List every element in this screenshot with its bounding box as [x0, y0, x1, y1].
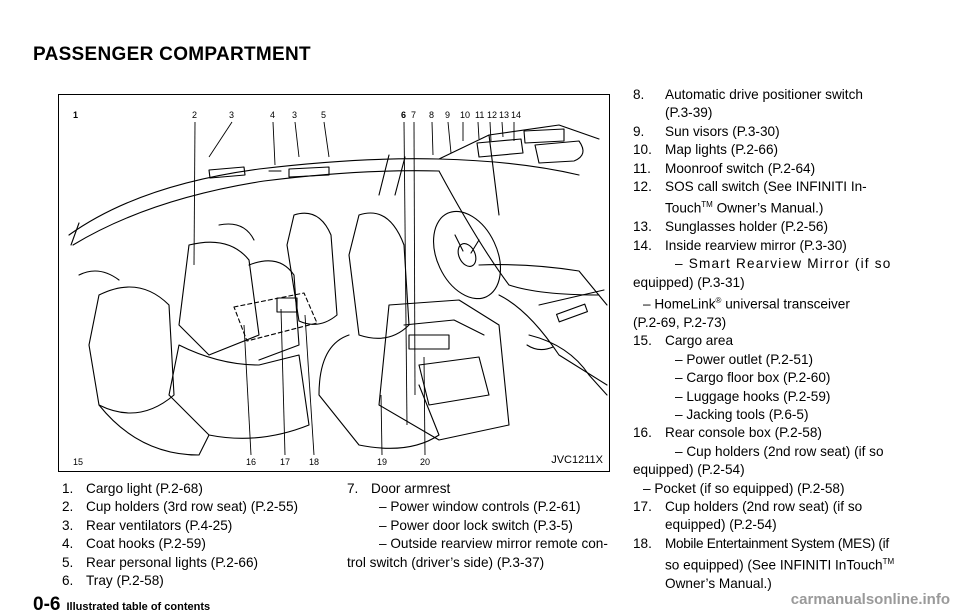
callout-label-9: 9	[445, 110, 450, 120]
item-number: 7.	[347, 481, 359, 496]
item-number: 6.	[62, 573, 74, 589]
item-number: 1.	[62, 481, 74, 496]
item-text: Tray (P.2-58)	[86, 573, 164, 589]
legend-item: 6. Tray (P.2-58)	[62, 572, 332, 590]
legend-item: 8.Automatic drive positioner switch(P.3-…	[633, 87, 863, 121]
leader-line	[489, 121, 492, 142]
page-footer: 0-6 Illustrated table of contents	[33, 594, 210, 611]
item-text: Rear ventilators (P.4-25)	[86, 517, 233, 533]
callout-label-3: 3	[292, 110, 297, 120]
legend-item: 3. Rear ventilators (P.4-25)	[62, 517, 332, 535]
leader-line	[280, 308, 286, 456]
legend-item: 11.Moonroof switch (P.2-64)	[633, 160, 816, 176]
callout-label-1: 1	[73, 110, 78, 120]
callout-label-14: 14	[511, 110, 521, 120]
legend-item: 13.Sunglasses holder (P.2-56)	[633, 219, 828, 235]
leader-line	[501, 121, 504, 138]
callout-label-19: 19	[377, 457, 387, 467]
callout-label-17: 17	[280, 457, 290, 467]
legend-item: 9.Sun visors (P.3-30)	[633, 123, 780, 139]
legend-item: 18.Mobile Entertainment System (MES) (if…	[633, 535, 895, 592]
item-text: Cargo light (P.2-68)	[86, 481, 203, 496]
item-number: 2.	[62, 499, 74, 515]
callout-label-10: 10	[460, 110, 470, 120]
item-number: 5.	[62, 554, 74, 570]
legend-item: 10.Map lights (P.2-66)	[633, 142, 779, 158]
legend-item: 1. Cargo light (P.2-68)	[62, 480, 332, 498]
legend-item: 12.SOS call switch (See INFINITI In-Touc…	[633, 179, 867, 216]
item-text: Coat hooks (P.2-59)	[86, 536, 206, 552]
callout-label-6: 6	[401, 110, 406, 120]
legend-item: 7. Door armrest – Power window controls (…	[347, 480, 627, 554]
legend-item: 16.Rear console box (P.2-58) – Cup holde…	[633, 425, 884, 459]
watermark: carmanualsonline.info	[790, 591, 950, 608]
callout-label-18: 18	[309, 457, 319, 467]
page-number: 0-6	[33, 594, 61, 611]
item-text: Cup holders (3rd row seat) (P.2-55)	[86, 499, 299, 515]
leader-line	[272, 121, 276, 166]
leader-line	[208, 121, 233, 158]
leader-line	[431, 121, 434, 156]
legend-column-2: 7. Door armrest – Power window controls (…	[347, 480, 627, 572]
callout-label-13: 13	[499, 110, 509, 120]
callout-label-3: 3	[229, 110, 234, 120]
section-title: PASSENGER COMPARTMENT	[33, 44, 311, 65]
leader-line	[477, 121, 480, 140]
leader-line	[304, 314, 315, 456]
sub-item-continued: trol switch (driver’s side) (P.3-37)	[347, 554, 545, 570]
callout-label-5: 5	[321, 110, 326, 120]
leader-line	[380, 394, 383, 456]
leader-line	[294, 121, 300, 158]
callout-label-16: 16	[246, 457, 256, 467]
sub-item: – Outside rearview mirror remote con-	[379, 536, 608, 552]
legend-item: 15.Cargo area – Power outlet (P.2-51) – …	[633, 333, 831, 422]
leader-line	[243, 324, 252, 456]
sub-item: – Power window controls (P.2-61)	[379, 499, 581, 515]
leader-line	[403, 121, 408, 426]
callout-label-4: 4	[270, 110, 275, 120]
legend-column-1: 1. Cargo light (P.2-68) 2. Cup holders (3r…	[62, 480, 332, 590]
item-number: 4.	[62, 536, 74, 552]
legend-item: 5. Rear personal lights (P.2-66)	[62, 554, 332, 572]
callout-label-8: 8	[429, 110, 434, 120]
callout-label-7: 7	[411, 110, 416, 120]
figure-id: JVC1211X	[551, 454, 603, 466]
legend-item: 14.Inside rearview mirror (P.3-30) – Sma…	[633, 237, 892, 272]
leader-line	[423, 356, 426, 456]
legend-column-3: 8.Automatic drive positioner switch(P.3-…	[633, 86, 929, 594]
leader-line	[193, 121, 196, 266]
leader-line	[323, 121, 330, 158]
footer-text: Illustrated table of contents	[66, 601, 211, 611]
legend-item: 2. Cup holders (3rd row seat) (P.2-55)	[62, 498, 332, 516]
item-text: Door armrest	[371, 481, 451, 496]
callout-label-2: 2	[192, 110, 197, 120]
callout-label-15: 15	[73, 457, 83, 467]
callout-label-12: 12	[487, 110, 497, 120]
item-text: Rear personal lights (P.2-66)	[86, 554, 259, 570]
leader-line	[413, 121, 416, 396]
callout-label-20: 20	[420, 457, 430, 467]
legend-item: 4. Coat hooks (P.2-59)	[62, 535, 332, 553]
leader-line	[447, 121, 452, 154]
callout-label-11: 11	[475, 110, 484, 120]
item-number: 3.	[62, 517, 74, 533]
sub-item: – Power door lock switch (P.3-5)	[379, 517, 573, 533]
